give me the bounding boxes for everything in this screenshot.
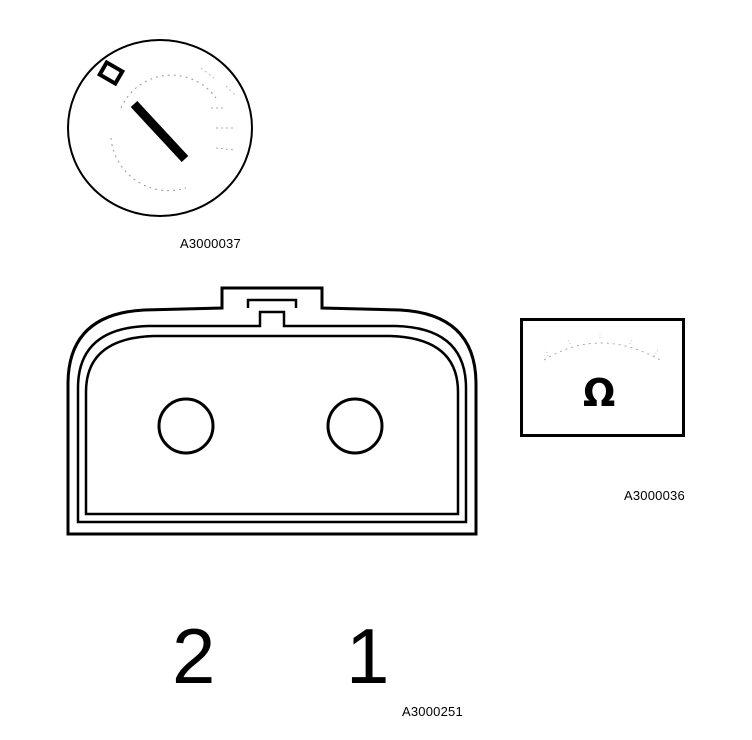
ohmmeter-icon [520, 318, 685, 437]
ohmmeter-figure-id: A3000036 [624, 488, 685, 503]
ignition-switch-figure-id: A3000037 [180, 236, 241, 251]
pin-label-2: 2 [172, 612, 216, 700]
connector-icon [66, 286, 478, 536]
connector-pin-2 [157, 397, 215, 455]
connector-pin-1 [326, 397, 384, 455]
ignition-switch-icon [67, 39, 253, 217]
connector-figure-id: A3000251 [402, 704, 463, 719]
ohm-symbol: Ω [583, 371, 616, 415]
pin-label-1: 1 [346, 612, 390, 700]
